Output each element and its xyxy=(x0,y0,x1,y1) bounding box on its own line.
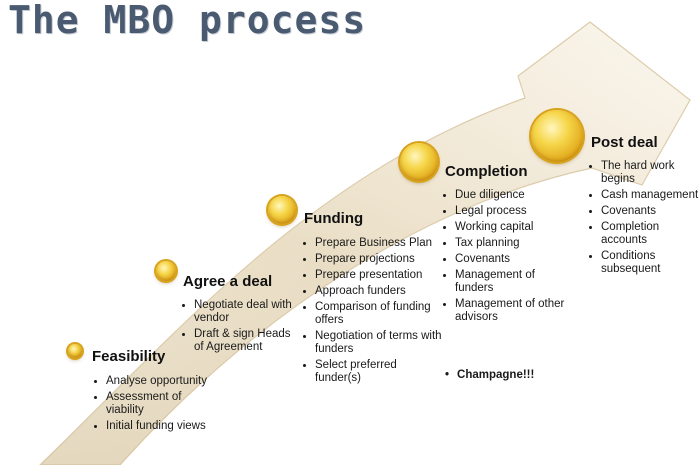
stage-title-completion: Completion xyxy=(445,163,528,180)
stage-title-post-deal: Post deal xyxy=(591,134,658,151)
list-item: Working capital xyxy=(455,221,575,234)
stage-title-agree-a-deal: Agree a deal xyxy=(183,273,273,290)
list-item: Assessment of viability xyxy=(106,391,216,417)
stage-marker-agree-a-deal xyxy=(156,261,176,281)
list-item: Comparison of funding offers xyxy=(315,301,443,327)
list-item: Negotiate deal with vendor xyxy=(194,299,298,325)
stage-marker-post-deal xyxy=(531,110,583,162)
list-item: Draft & sign Heads of Agreement xyxy=(194,328,298,354)
stage-marker-completion xyxy=(400,143,438,181)
list-item: Covenants xyxy=(455,253,575,266)
page-title: The MBO process xyxy=(8,0,367,42)
list-item: Cash management xyxy=(601,189,700,202)
stage-title-feasibility: Feasibility xyxy=(92,348,166,365)
list-item: Tax planning xyxy=(455,237,575,250)
list-item: Prepare Business Plan xyxy=(315,237,443,250)
list-item: Due diligence xyxy=(455,189,575,202)
stage-list-funding: Prepare Business Plan Prepare projection… xyxy=(297,237,443,388)
list-item: Prepare presentation xyxy=(315,269,443,282)
list-item: Management of funders xyxy=(455,269,575,295)
stage-marker-funding xyxy=(268,196,296,224)
stage-marker-feasibility xyxy=(68,344,82,358)
list-item: Completion accounts xyxy=(601,221,700,247)
stage-title-funding: Funding xyxy=(304,210,364,227)
list-item: Conditions subsequent xyxy=(601,250,700,276)
list-item: Select preferred funder(s) xyxy=(315,359,443,385)
list-item: Approach funders xyxy=(315,285,443,298)
stage-list-completion: Due diligence Legal process Working capi… xyxy=(437,189,575,327)
list-item: Negotiation of terms with funders xyxy=(315,330,443,356)
list-item: Initial funding views xyxy=(106,420,216,433)
stage-list-feasibility: Analyse opportunity Assessment of viabil… xyxy=(88,375,216,436)
list-item: Covenants xyxy=(601,205,700,218)
champagne-note: Champagne!!! xyxy=(445,369,534,381)
list-item: Management of other advisors xyxy=(455,298,575,324)
list-item: The hard work begins xyxy=(601,160,700,186)
list-item: Legal process xyxy=(455,205,575,218)
list-item: Analyse opportunity xyxy=(106,375,216,388)
list-item: Prepare projections xyxy=(315,253,443,266)
stage-list-agree-a-deal: Negotiate deal with vendor Draft & sign … xyxy=(176,299,298,357)
stage-list-post-deal: The hard work begins Cash management Cov… xyxy=(583,160,700,279)
